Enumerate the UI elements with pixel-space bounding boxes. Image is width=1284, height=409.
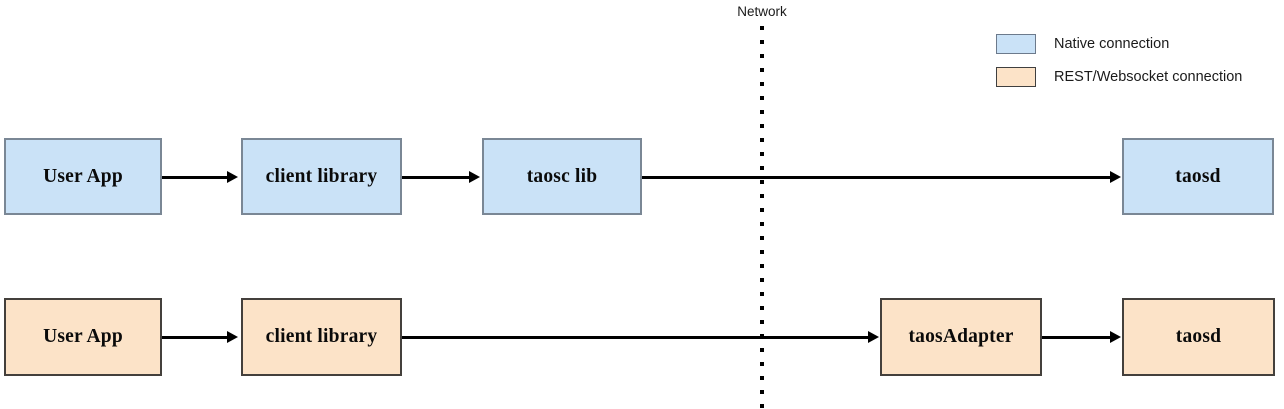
node-label: User App xyxy=(43,165,123,187)
legend-label-native: Native connection xyxy=(1054,35,1170,52)
connector-rest-clientlib-to-taosadapter xyxy=(402,336,868,339)
node-rest-user-app[interactable]: User App xyxy=(4,298,162,376)
arrowhead-rest-taosadapter-to-taosd-icon xyxy=(1110,331,1121,343)
connector-native-taosclib-to-taosd xyxy=(642,176,1110,179)
legend-item-rest: REST/Websocket connection xyxy=(996,64,1242,90)
arrowhead-native-taosclib-to-taosd-icon xyxy=(1110,171,1121,183)
arrowhead-rest-userapp-to-clientlib-icon xyxy=(227,331,238,343)
legend-item-native: Native connection xyxy=(996,31,1242,57)
connector-rest-userapp-to-clientlib xyxy=(162,336,227,339)
node-native-taosc-lib[interactable]: taosc lib xyxy=(482,138,642,215)
network-divider-dotted-line xyxy=(760,26,764,409)
node-rest-taosd[interactable]: taosd xyxy=(1122,298,1275,376)
node-label: client library xyxy=(265,326,378,347)
legend-swatch-rest-icon xyxy=(996,67,1036,87)
node-label: client library xyxy=(265,165,378,187)
arrowhead-native-userapp-to-clientlib-icon xyxy=(227,171,238,183)
node-rest-client-library[interactable]: client library xyxy=(241,298,402,376)
node-native-client-library[interactable]: client library xyxy=(241,138,402,215)
node-label: taosAdapter xyxy=(908,326,1014,347)
node-native-taosd[interactable]: taosd xyxy=(1122,138,1274,215)
node-label: taosc lib xyxy=(526,165,598,187)
node-label: User App xyxy=(43,326,123,347)
legend: Native connection REST/Websocket connect… xyxy=(996,31,1242,97)
node-native-user-app[interactable]: User App xyxy=(4,138,162,215)
arrowhead-native-clientlib-to-taosclib-icon xyxy=(469,171,480,183)
node-rest-taos-adapter[interactable]: taosAdapter xyxy=(880,298,1042,376)
connector-native-userapp-to-clientlib xyxy=(162,176,227,179)
node-label: taosd xyxy=(1175,326,1222,347)
connector-native-clientlib-to-taoscib xyxy=(402,176,469,179)
network-divider-label: Network xyxy=(737,4,787,19)
connector-rest-taosadapter-to-taosd xyxy=(1042,336,1110,339)
legend-label-rest: REST/Websocket connection xyxy=(1054,68,1243,85)
arrowhead-rest-clientlib-to-taosadapter-icon xyxy=(868,331,879,343)
legend-swatch-native-icon xyxy=(996,34,1036,54)
node-label: taosd xyxy=(1175,165,1221,187)
